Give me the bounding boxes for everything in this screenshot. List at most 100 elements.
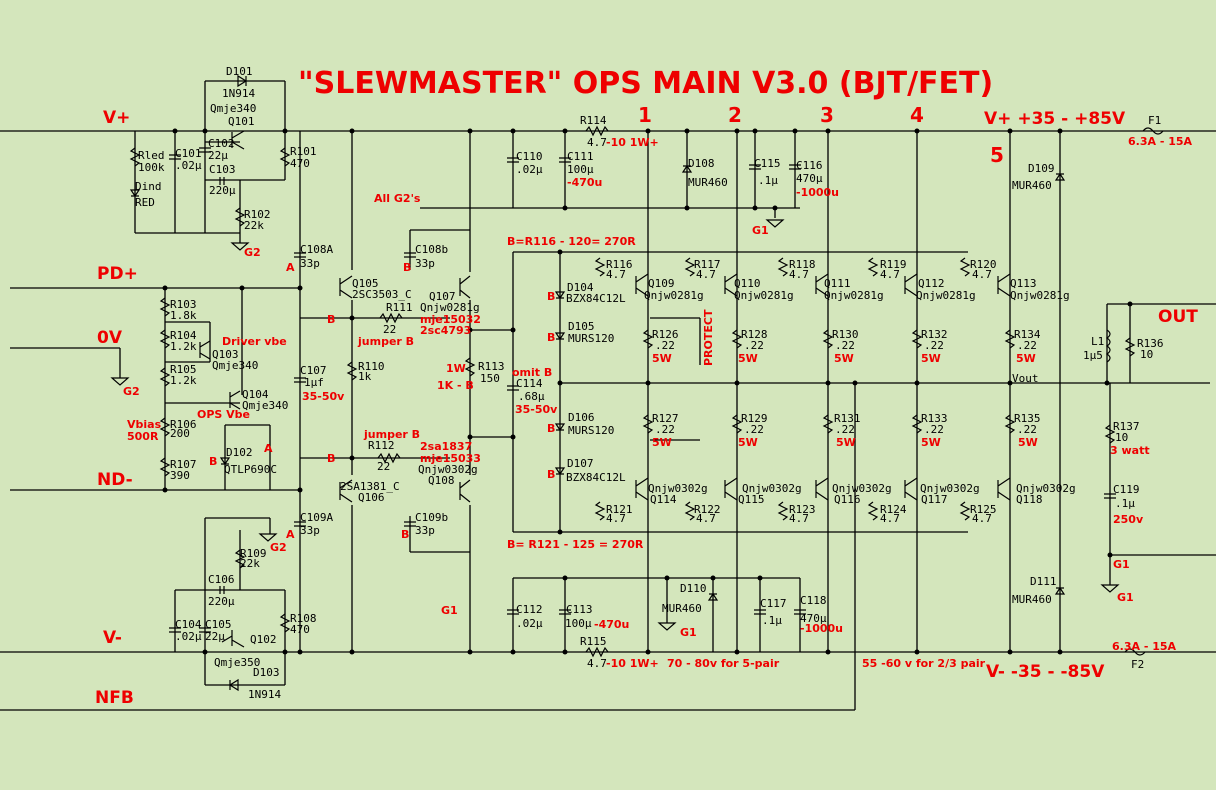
value-q104: Qmje340 [242, 399, 288, 412]
label-d111: D111 [1030, 575, 1057, 588]
note-r131-5w: 5W [836, 436, 856, 449]
ground-g1-out-label: G1 [1113, 558, 1130, 571]
label-q106: Q106 [358, 491, 385, 504]
label-c110: C110 [516, 150, 543, 163]
label-c117: C117 [760, 597, 787, 610]
value-c106: 220µ [208, 595, 235, 608]
note-r113-1w: 1W [446, 362, 466, 375]
label-r104: R104 [170, 329, 197, 342]
misc-symbols [110, 127, 1164, 656]
value-d109: MUR460 [1012, 179, 1052, 192]
note-c107-voltage: 35-50v [302, 390, 345, 403]
ground-g1-d110: G1 [680, 626, 697, 639]
label-d109: D109 [1028, 162, 1055, 175]
value-c116: 470µ [796, 172, 823, 185]
label-c111: C111 [567, 150, 594, 163]
note-b-1: B [403, 261, 411, 274]
rail-zero-v: 0V [97, 328, 123, 348]
value-d104: BZX84C12L [566, 292, 626, 305]
label-r135: R135 [1014, 412, 1041, 425]
label-r115: R115 [580, 635, 607, 648]
value-c108a: 33p [300, 257, 320, 270]
value-r113: 150 [480, 372, 500, 385]
label-q103: Q103 [212, 348, 239, 361]
rail-v-minus: V- [103, 628, 122, 648]
note-ops-vbe: OPS Vbe [197, 408, 250, 421]
label-r127: R127 [652, 412, 679, 425]
label-q112: Q112 [918, 277, 945, 290]
label-rled: Rled [138, 149, 165, 162]
value-d108: MUR460 [688, 176, 728, 189]
value-q118: Qnjw0302g [1016, 482, 1076, 495]
label-c109b: C109b [415, 511, 448, 524]
note-driver-vbe: Driver vbe [222, 335, 287, 348]
label-r134: R134 [1014, 328, 1041, 341]
value-q113: Qnjw0281g [1010, 289, 1070, 302]
value-r128: .22 [744, 339, 764, 352]
label-d108: D108 [688, 157, 715, 170]
labels: "SLEWMASTER" OPS MAIN V3.0 (BJT/FET) V+ … [95, 65, 1198, 708]
label-f1: F1 [1148, 114, 1161, 127]
label-q109: Q109 [648, 277, 675, 290]
rail-v-plus: V+ [103, 108, 130, 128]
value-rled: 100k [138, 161, 165, 174]
value-c104: .02µ [175, 630, 202, 643]
label-c101: C101 [175, 147, 202, 160]
label-c119: C119 [1113, 483, 1140, 496]
note-five-pair: 70 - 80v for 5-pair [667, 657, 780, 670]
ground-g1-out: G1 [1117, 591, 1134, 604]
value-c107: 1µf [304, 376, 324, 389]
note-r134-5w: 5W [1016, 352, 1036, 365]
label-dind: Dind [135, 180, 162, 193]
note-b-top-resistors: B=R116 - 120= 270R [507, 235, 636, 248]
value-q105: 2SC3503_C [352, 288, 412, 301]
note-r130-5w: 5W [834, 352, 854, 365]
value-r110: 1k [358, 370, 372, 383]
value-c109a: 33p [300, 524, 320, 537]
value-q108: Qnjw0302g [418, 463, 478, 476]
label-r117: R117 [694, 258, 721, 271]
value-c108b: 33p [415, 257, 435, 270]
label-r129: R129 [741, 412, 768, 425]
label-d106: D106 [568, 411, 595, 424]
rail-pd-plus: PD+ [97, 264, 138, 284]
value-r133: .22 [924, 423, 944, 436]
value-q110: Qnjw0281g [734, 289, 794, 302]
label-c114: C114 [516, 377, 543, 390]
label-r124: R124 [880, 503, 907, 516]
label-q107: Q107 [429, 290, 456, 303]
value-r121: 4.7 [606, 512, 626, 525]
value-r103: 1.8k [170, 309, 197, 322]
value-r122: 4.7 [696, 512, 716, 525]
stage-number-2: 2 [728, 103, 742, 127]
label-c115: C115 [754, 157, 781, 170]
label-r112: R112 [368, 439, 395, 452]
label-r120: R120 [970, 258, 997, 271]
value-c118: 470µ [800, 612, 827, 625]
stage-number-3: 3 [820, 103, 834, 127]
label-c107: C107 [300, 364, 327, 377]
note-all-g2: All G2's [374, 192, 421, 205]
schematic-title: "SLEWMASTER" OPS MAIN V3.0 (BJT/FET) [298, 66, 993, 101]
value-r136: 10 [1140, 348, 1153, 361]
label-c112: C112 [516, 603, 543, 616]
value-r107: 390 [170, 469, 190, 482]
rail-out: OUT [1158, 307, 1198, 327]
value-c114: .68µ [518, 390, 545, 403]
label-r118: R118 [789, 258, 816, 271]
label-q113: Q113 [1010, 277, 1037, 290]
value-r129: .22 [744, 423, 764, 436]
note-b-bottom-resistors: B= R121 - 125 = 270R [507, 538, 644, 551]
value-r105: 1.2k [170, 374, 197, 387]
value-q103: Qmje340 [212, 359, 258, 372]
value-r106: 200 [170, 427, 190, 440]
note-b-d105: B [547, 331, 555, 344]
label-r107: R107 [170, 458, 197, 471]
note-protect: PROTECT [702, 309, 715, 366]
note-a-3: A [286, 528, 295, 541]
label-r110: R110 [358, 360, 385, 373]
value-c105: 22µ [205, 630, 225, 643]
label-f2: F2 [1131, 658, 1144, 671]
label-q108: Q108 [428, 474, 455, 487]
value-q114: Qnjw0302g [648, 482, 708, 495]
